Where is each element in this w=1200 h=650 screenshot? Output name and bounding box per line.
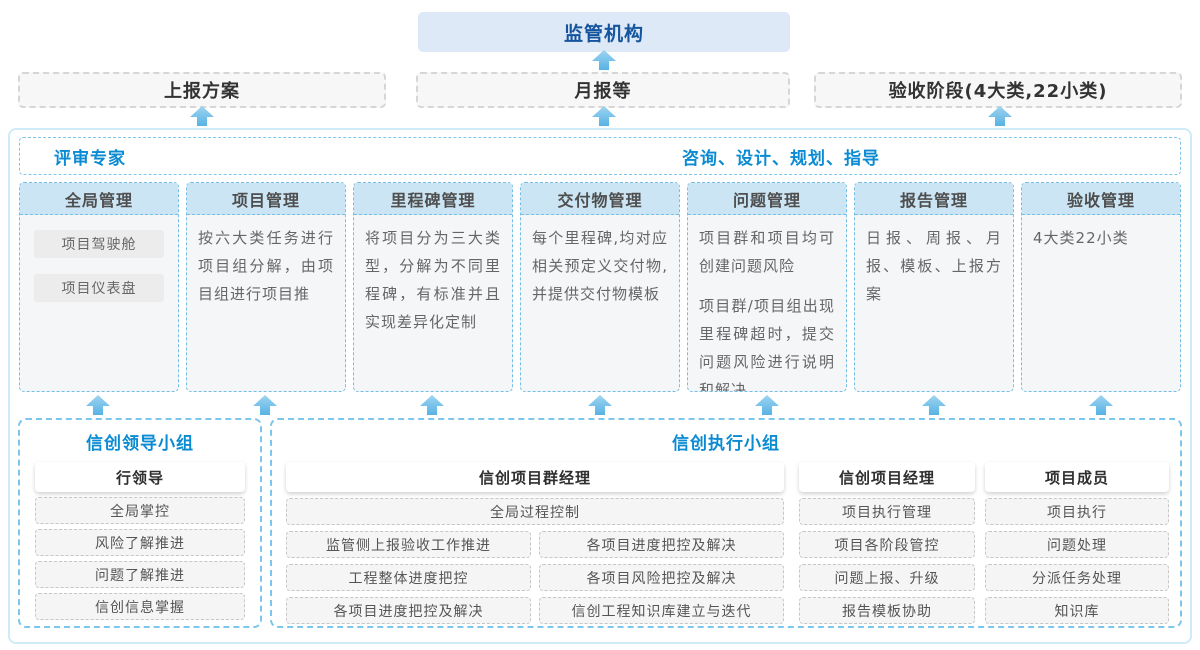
column-title: 里程碑管理	[354, 183, 512, 215]
column-title: 验收管理	[1022, 183, 1180, 215]
column-body: 每个里程碑,均对应相关预定义交付物,并提供交付物模板	[521, 215, 679, 391]
duty-pill: 各项目风险把控及解决	[539, 564, 784, 591]
duty-pill: 问题处理	[985, 531, 1169, 558]
execution-grid: 信创项目群经理 全局过程控制 监管侧上报验收工作推进 工程整体进度把控 各项目进…	[272, 454, 1180, 624]
column-title: 项目管理	[187, 183, 345, 215]
role-review-experts: 评审专家	[54, 148, 126, 169]
column-issue-management: 问题管理 项目群和项目均可创建问题风险 项目群/项目组出现里程碑超时，提交问题风…	[687, 182, 847, 392]
duty-pill: 各项目进度把控及解决	[286, 597, 531, 624]
execution-group-box: 信创执行小组 信创项目群经理 全局过程控制 监管侧上报验收工作推进 工程整体进度…	[270, 418, 1182, 628]
column-project-management: 项目管理 按六大类任务进行项目组分解，由项目组进行项目推	[186, 182, 346, 392]
roles-band: 评审专家 咨询、设计、规划、指导	[19, 137, 1181, 175]
group-title: 信创执行小组	[672, 434, 780, 454]
column-milestone-management: 里程碑管理 将项目分为三大类型，分解为不同里程碑，有标准并且实现差异化定制	[353, 182, 513, 392]
duty-pill: 报告模板协助	[799, 597, 975, 624]
leader-group-box: 信创领导小组 行领导 全局掌控 风险了解推进 问题了解推进 信创信息掌握	[18, 418, 262, 628]
duty-pill: 问题上报、升级	[799, 564, 975, 591]
role-pill-project-member: 项目成员	[985, 462, 1169, 492]
feature-pill: 项目驾驶舱	[34, 230, 164, 258]
duty-pill: 问题了解推进	[35, 561, 245, 588]
column-global-management: 全局管理 项目驾驶舱 项目仪表盘	[19, 182, 179, 392]
duty-pill: 项目各阶段管控	[799, 531, 975, 558]
column-text: 按六大类任务进行项目组分解，由项目组进行项目推	[198, 229, 334, 303]
channel-monthly-report: 月报等	[416, 72, 790, 108]
column-text: 将项目分为三大类型，分解为不同里程碑，有标准并且实现差异化定制	[365, 229, 501, 331]
role-consulting: 咨询、设计、规划、指导	[682, 148, 880, 169]
duty-pill: 分派任务处理	[985, 564, 1169, 591]
duty-pill: 项目执行	[985, 498, 1169, 525]
arrow-up-icon	[592, 50, 616, 70]
regulator-box: 监管机构	[418, 12, 790, 52]
column-title: 问题管理	[688, 183, 846, 215]
column-title: 报告管理	[855, 183, 1013, 215]
duties-right: 各项目进度把控及解决 各项目风险把控及解决 信创工程知识库建立与迭代	[539, 525, 784, 624]
group-title: 信创领导小组	[86, 434, 194, 454]
duty-pill: 监管侧上报验收工作推进	[286, 531, 531, 558]
column-text: 每个里程碑,均对应相关预定义交付物,并提供交付物模板	[532, 229, 668, 303]
duty-pill: 各项目进度把控及解决	[539, 531, 784, 558]
column-body: 日报、周报、月报、模板、上报方案	[855, 215, 1013, 391]
column-acceptance-management: 验收管理 4大类22小类	[1021, 182, 1181, 392]
role-pill-program-manager: 信创项目群经理	[286, 462, 784, 492]
feature-pill: 项目仪表盘	[34, 274, 164, 302]
column-title: 交付物管理	[521, 183, 679, 215]
duties-left: 监管侧上报验收工作推进 工程整体进度把控 各项目进度把控及解决	[286, 525, 531, 624]
channel-acceptance-phase: 验收阶段(4大类,22小类)	[814, 72, 1182, 108]
column-body: 按六大类任务进行项目组分解，由项目组进行项目推	[187, 215, 345, 391]
duty-pill: 风险了解推进	[35, 529, 245, 556]
role-pill-project-manager: 信创项目经理	[799, 462, 975, 492]
column-body: 项目驾驶舱 项目仪表盘	[20, 215, 178, 391]
management-columns: 全局管理 项目驾驶舱 项目仪表盘 项目管理 按六大类任务进行项目组分解，由项目组…	[19, 182, 1181, 392]
role-pill-bank-leader: 行领导	[35, 462, 245, 492]
column-text: 项目群/项目组出现里程碑超时，提交问题风险进行说明和解决	[699, 297, 835, 392]
duty-pill: 信创工程知识库建立与迭代	[539, 597, 784, 624]
channel-report-plan: 上报方案	[18, 72, 386, 108]
duty-pill: 项目执行管理	[799, 498, 975, 525]
column-text: 项目群和项目均可创建问题风险	[699, 229, 835, 275]
project-manager-column: 信创项目经理 项目执行管理 项目各阶段管控 问题上报、升级 报告模板协助	[799, 462, 975, 624]
column-deliverable-management: 交付物管理 每个里程碑,均对应相关预定义交付物,并提供交付物模板	[520, 182, 680, 392]
column-body: 将项目分为三大类型，分解为不同里程碑，有标准并且实现差异化定制	[354, 215, 512, 391]
arrow-up-icon	[190, 106, 214, 126]
column-text: 4大类22小类	[1033, 229, 1129, 247]
duty-pill: 全局过程控制	[286, 498, 784, 525]
column-body: 项目群和项目均可创建问题风险 项目群/项目组出现里程碑超时，提交问题风险进行说明…	[688, 215, 846, 392]
arrow-up-icon	[988, 106, 1012, 126]
column-report-management: 报告管理 日报、周报、月报、模板、上报方案	[854, 182, 1014, 392]
column-text: 日报、周报、月报、模板、上报方案	[866, 229, 1002, 303]
duty-pill: 工程整体进度把控	[286, 564, 531, 591]
project-member-column: 项目成员 项目执行 问题处理 分派任务处理 知识库	[985, 462, 1169, 624]
program-manager-column: 信创项目群经理 全局过程控制 监管侧上报验收工作推进 工程整体进度把控 各项目进…	[286, 462, 784, 624]
column-title: 全局管理	[20, 183, 178, 215]
duty-pill: 信创信息掌握	[35, 593, 245, 620]
arrow-up-icon	[592, 106, 616, 126]
duty-pill: 知识库	[985, 597, 1169, 624]
program-manager-duties: 监管侧上报验收工作推进 工程整体进度把控 各项目进度把控及解决 各项目进度把控及…	[286, 525, 784, 624]
duty-pill: 全局掌控	[35, 497, 245, 524]
column-body: 4大类22小类	[1022, 215, 1180, 391]
